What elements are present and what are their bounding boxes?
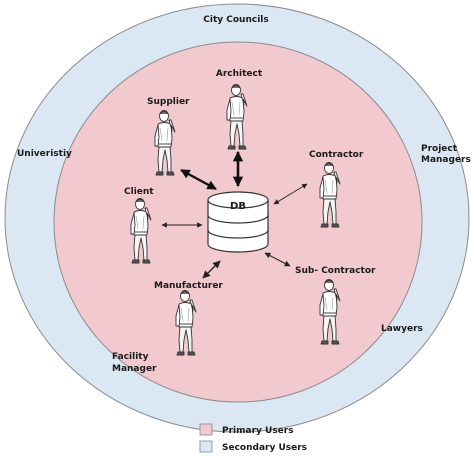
arrow-icon-contractor	[273, 183, 308, 205]
label-architect: Architect	[216, 69, 263, 79]
label-city-councils: City Councils	[203, 15, 268, 25]
label-sub-contractor: Sub- Contractor	[295, 266, 376, 276]
arrow-icon-manufacturer	[202, 260, 221, 279]
label-supplier: Supplier	[147, 97, 190, 107]
label-manufacturer: Manufacturer	[154, 281, 223, 291]
legend-label-primary: Primary Users	[222, 426, 294, 436]
label-client: Client	[124, 187, 154, 197]
label-facility-manager-2: Manager	[112, 364, 157, 374]
legend-label-secondary: Secondary Users	[222, 443, 307, 453]
label-project-managers-2: Managers	[421, 155, 471, 165]
label-contractor: Contractor	[309, 150, 364, 160]
arrow-icon-supplier	[180, 168, 217, 191]
label-universities: Univeristiy	[17, 149, 72, 159]
legend-swatch-secondary	[199, 440, 213, 453]
database-label: DB	[230, 201, 246, 212]
legend: Primary Users Secondary Users	[199, 423, 307, 453]
legend-swatch-primary	[199, 423, 213, 436]
label-lawyers: Lawyers	[381, 324, 423, 334]
arrow-icon-sub-contractor	[264, 252, 291, 267]
label-project-managers-1: Project	[421, 144, 458, 154]
label-facility-manager-1: Facility	[112, 352, 149, 362]
